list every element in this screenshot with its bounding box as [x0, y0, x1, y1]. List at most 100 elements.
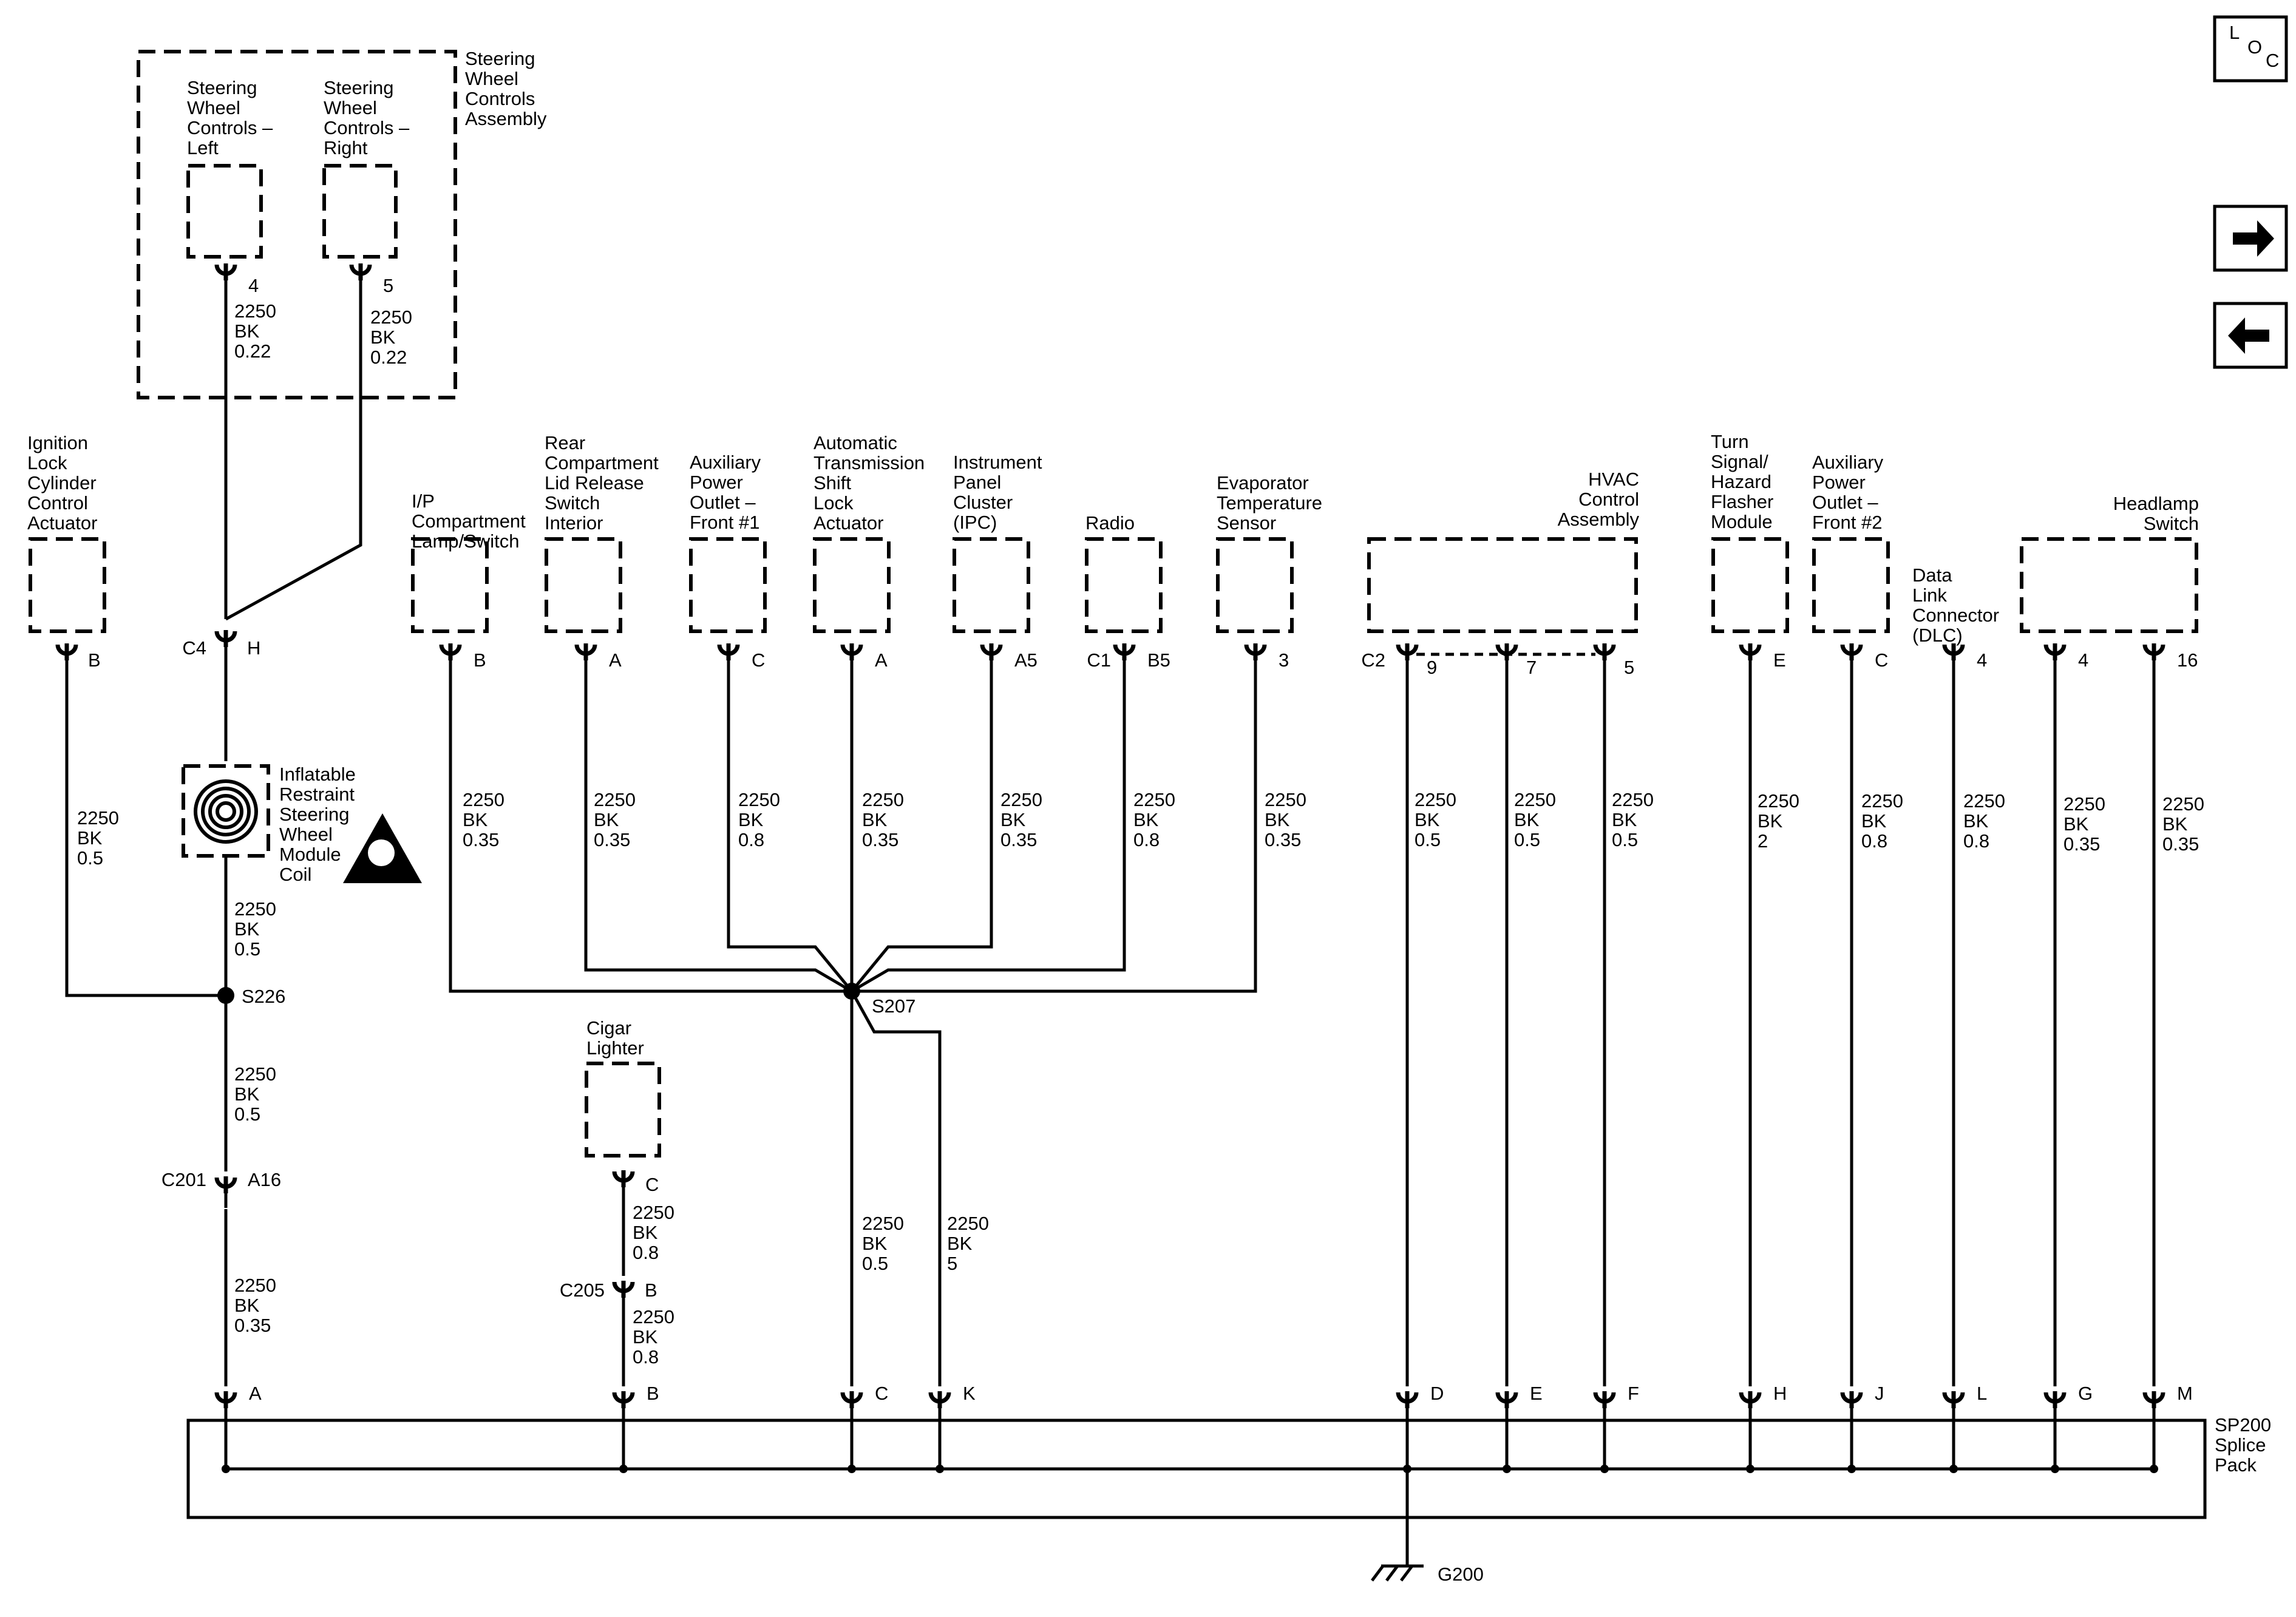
steering-right-wire-label: BK	[370, 327, 396, 348]
steering-left-pin: 4	[248, 275, 259, 296]
s207-wire-k-label: BK	[947, 1233, 973, 1254]
wire-component-2	[727, 660, 853, 992]
ignition-lock-label: Lock	[27, 452, 67, 473]
aux2-wire-label: 0.8	[1861, 830, 1887, 852]
component-wire-label-2: 0.8	[738, 829, 764, 850]
s226-wire-label: BK	[234, 1083, 260, 1105]
turn_signal-wire-label: 2	[1758, 830, 1768, 852]
hvac-label: Assembly	[1558, 509, 1640, 530]
steering-left-wire-label: 0.22	[234, 341, 271, 362]
headlamp-wire-label-0: BK	[2063, 813, 2089, 835]
component-wire-label-0: 0.35	[463, 829, 499, 850]
component-label-3: Shift	[813, 472, 851, 493]
ignition-lock-label: Cylinder	[27, 472, 97, 493]
wire-component-0	[449, 660, 852, 993]
steering-right-wire-label: 2250	[370, 307, 412, 328]
hvac-wire-label-2: BK	[1612, 809, 1637, 830]
sp200-pin-7: H	[1773, 1383, 1787, 1404]
diagram-structure	[29, 50, 2207, 1582]
component-wire-label-5: BK	[1133, 809, 1159, 830]
sp200-label: Splice	[2215, 1434, 2266, 1456]
component-label-4: Cluster	[953, 492, 1013, 513]
cigar-lighter-box	[585, 1062, 661, 1158]
arrow-left-icon	[2228, 317, 2269, 354]
component-label-0: Compartment	[412, 510, 526, 532]
loc-letter[interactable]: L	[2229, 22, 2240, 43]
component-label-0: Lamp/Switch	[412, 531, 519, 552]
airbag-coil-label: Inflatable	[279, 764, 356, 785]
wire-component-6	[852, 660, 1257, 993]
component-wire-label-0: BK	[463, 809, 488, 830]
component-wire-label-5: 2250	[1133, 789, 1175, 810]
component-wire-label-2: BK	[738, 809, 764, 830]
component-box-1	[545, 537, 622, 633]
ignition-lock-label: Ignition	[27, 432, 88, 453]
airbag-coil-label: Coil	[279, 864, 311, 885]
cigar-wire2-label: 0.8	[633, 1346, 659, 1368]
component-box-5	[1085, 537, 1163, 633]
cigar-wire1-label: 2250	[633, 1202, 674, 1223]
component-wire-label-5: 0.8	[1133, 829, 1160, 850]
ignition-pin: B	[88, 649, 101, 671]
hvac-pin-2: 5	[1624, 657, 1634, 678]
s207-wire-c-label: 2250	[862, 1213, 904, 1234]
next-button[interactable]	[2213, 205, 2288, 272]
previous-button-frame[interactable]	[2213, 302, 2288, 369]
steering-controls-right-label: Right	[324, 137, 368, 158]
steering-controls-right-label: Steering	[324, 77, 393, 98]
component-label-6: Temperature	[1217, 492, 1322, 514]
cigar-wire1-label: BK	[633, 1222, 658, 1243]
component-label-0: I/P	[412, 490, 435, 512]
aux2-wire-label: 2250	[1861, 790, 1903, 812]
sp200-pin-10: G	[2078, 1383, 2093, 1404]
sp200-pin-8: J	[1875, 1383, 1884, 1404]
component-wire-label-4: 2250	[1000, 789, 1042, 810]
dlc-pin: 4	[1977, 649, 1987, 671]
hvac-box	[1367, 537, 1638, 633]
component-label-1: Compartment	[545, 452, 659, 473]
hvac-wire-label-0: BK	[1415, 809, 1440, 830]
steering-assembly-title: Assembly	[465, 108, 547, 129]
loc-button-frame[interactable]	[2213, 15, 2288, 83]
headlamp-wire-label-0: 2250	[2063, 793, 2105, 815]
steering-controls-left-label: Controls –	[187, 117, 273, 138]
component-wire-label-6: BK	[1265, 809, 1290, 830]
component-wire-label-3: 0.35	[862, 829, 898, 850]
component-wire-label-2: 2250	[738, 789, 780, 810]
component-wire-label-4: BK	[1000, 809, 1026, 830]
turn_signal-label: Hazard	[1711, 471, 1771, 492]
ground-tick-1	[1385, 1565, 1399, 1582]
steering-left-wire-label: 2250	[234, 300, 276, 322]
component-label-2: Auxiliary	[690, 452, 761, 473]
component-conn-5: C1	[1087, 649, 1111, 671]
hvac-label: HVAC	[1588, 469, 1639, 490]
component-wire-label-1: 0.35	[594, 829, 630, 850]
component-pin-4: A5	[1014, 649, 1038, 671]
turn_signal-label: Turn	[1711, 431, 1749, 452]
previous-button[interactable]	[2213, 302, 2288, 369]
hvac-wire-label-0: 2250	[1415, 789, 1456, 810]
dlc-wire-label: 0.8	[1963, 830, 1989, 852]
loc-letter[interactable]: C	[2266, 50, 2279, 71]
sp200-pin-4: D	[1430, 1383, 1444, 1404]
component-box-6	[1216, 537, 1294, 633]
turn_signal-label: Module	[1711, 511, 1773, 532]
hvac-wire-label-1: 2250	[1514, 789, 1556, 810]
loc-button[interactable]: LOC	[2213, 15, 2288, 83]
sp200-pin-6: F	[1628, 1383, 1639, 1404]
turn_signal-pin: E	[1773, 649, 1786, 671]
hvac-conn: C2	[1361, 649, 1385, 671]
coil-spiral	[216, 801, 236, 822]
headlamp-pin-0: 4	[2078, 649, 2088, 671]
cigar-lighter-label: Lighter	[586, 1037, 644, 1059]
g200-name: G200	[1438, 1564, 1484, 1585]
steering-controls-left-label: Wheel	[187, 97, 240, 118]
wire-steering-right	[225, 280, 362, 621]
steering-wheel-controls-assembly-box	[137, 50, 457, 399]
ignition-lock-label: Actuator	[27, 512, 97, 534]
sp200-pin-2: C	[875, 1383, 888, 1404]
ground-tick-2	[1400, 1565, 1413, 1582]
ignition-wire-label: BK	[77, 827, 103, 849]
loc-letter[interactable]: O	[2247, 36, 2262, 58]
